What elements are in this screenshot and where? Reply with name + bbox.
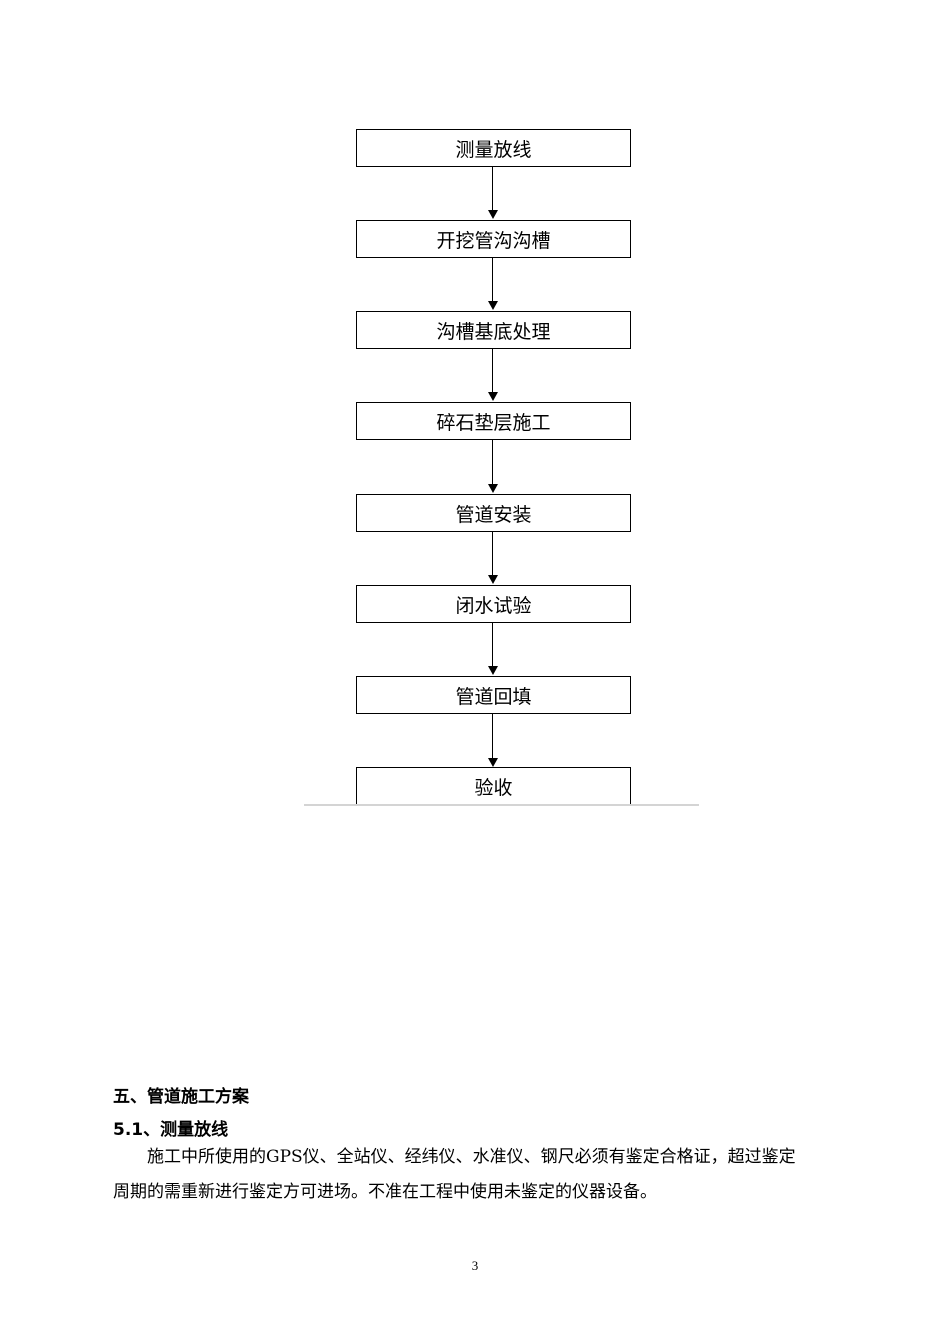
flow-arrow-head xyxy=(488,301,498,310)
section-heading: 五、管道施工方案 xyxy=(113,1087,249,1107)
flow-arrow-line xyxy=(492,167,493,210)
flow-arrow-line xyxy=(492,623,493,666)
flow-arrow-head xyxy=(488,666,498,675)
subsection-heading: 5.1、测量放线 xyxy=(113,1120,229,1140)
flow-arrow-line xyxy=(492,714,493,758)
flow-arrow-head xyxy=(488,392,498,401)
flow-step-survey: 测量放线 xyxy=(356,129,631,167)
paragraph-line: 施工中所使用的GPS仪、全站仪、经纬仪、水准仪、钢尺必须有鉴定合格证，超过鉴定 xyxy=(147,1147,796,1167)
page-number: 3 xyxy=(471,1258,479,1273)
flow-step-acceptance: 验收 xyxy=(356,767,631,805)
flow-arrow-head xyxy=(488,758,498,767)
flow-step-pipe-install: 管道安装 xyxy=(356,494,631,532)
flow-step-excavation: 开挖管沟沟槽 xyxy=(356,220,631,258)
flow-arrow-line xyxy=(492,440,493,484)
flow-step-base-treatment: 沟槽基底处理 xyxy=(356,311,631,349)
paragraph-line: 周期的需重新进行鉴定方可进场。不准在工程中使用未鉴定的仪器设备。 xyxy=(113,1182,657,1202)
flow-arrow-head xyxy=(488,575,498,584)
flow-arrow-line xyxy=(492,349,493,392)
image-crop-edge xyxy=(304,804,699,806)
flow-arrow-line xyxy=(492,532,493,575)
flow-step-gravel-cushion: 碎石垫层施工 xyxy=(356,402,631,440)
body-paragraph: 施工中所使用的GPS仪、全站仪、经纬仪、水准仪、钢尺必须有鉴定合格证，超过鉴定 … xyxy=(113,1140,853,1210)
flow-step-backfill: 管道回填 xyxy=(356,676,631,714)
flow-arrow-head xyxy=(488,484,498,493)
flow-arrow-head xyxy=(488,210,498,219)
flow-arrow-line xyxy=(492,258,493,301)
flow-step-water-test: 闭水试验 xyxy=(356,585,631,623)
